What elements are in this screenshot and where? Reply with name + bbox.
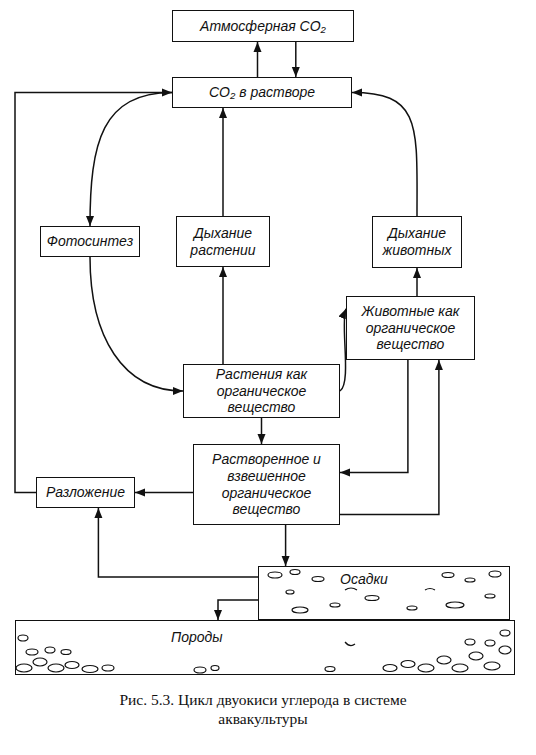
reservoir-box: Атмосферная CO₂ — [172, 10, 354, 42]
process-box: Разложение — [36, 477, 135, 508]
flow-arrow — [340, 360, 408, 472]
figure-caption: Рис. 5.3. Цикл двуокиси углерода в систе… — [118, 690, 408, 729]
sediment-pebbles — [268, 570, 501, 614]
rock-band: Породы — [15, 620, 515, 675]
flow-arrow — [285, 525, 287, 566]
flow-arrow — [295, 42, 297, 77]
flow-arrow — [135, 492, 193, 494]
rock-pebbles — [16, 630, 511, 673]
flow-arrow — [352, 93, 417, 217]
process-box: Дыхание растении — [176, 216, 270, 267]
node-text: Растворенное и взвешенное органическое в… — [197, 451, 336, 517]
flow-arrow — [261, 418, 263, 444]
flow-arrow — [257, 42, 259, 77]
sediment-band: Осадки — [258, 566, 510, 620]
node-text: Фотосинтез — [47, 233, 134, 250]
node-text: Растения как органическое вещество — [187, 366, 336, 416]
pool-box: Растения как органическое вещество — [183, 364, 340, 418]
node-text: Дыхание растении — [180, 225, 266, 258]
node-text: Осадки — [340, 571, 388, 588]
node-text: Дыхание животных — [376, 225, 458, 258]
node-text: CO₂ в растворе — [209, 84, 315, 101]
flow-arrow — [90, 257, 183, 391]
node-text: Породы — [171, 629, 223, 646]
pool-box: Растворенное и взвешенное органическое в… — [193, 444, 340, 525]
flow-arrow — [218, 600, 258, 620]
process-box: Фотосинтез — [40, 226, 140, 257]
pool-box: Животные как органическое вещество — [346, 296, 475, 360]
flow-arrow — [416, 268, 418, 296]
flow-arrow — [90, 93, 172, 227]
flow-arrow — [15, 93, 172, 493]
flow-arrow — [222, 267, 224, 364]
node-text: Животные как органическое вещество — [350, 303, 471, 353]
node-text: Разложение — [46, 484, 125, 501]
node-text: Атмосферная CO₂ — [200, 18, 326, 35]
process-box: Дыхание животных — [372, 216, 462, 268]
flow-arrow — [340, 360, 439, 515]
reservoir-box: CO₂ в растворе — [172, 77, 352, 108]
flow-arrow — [222, 108, 224, 216]
